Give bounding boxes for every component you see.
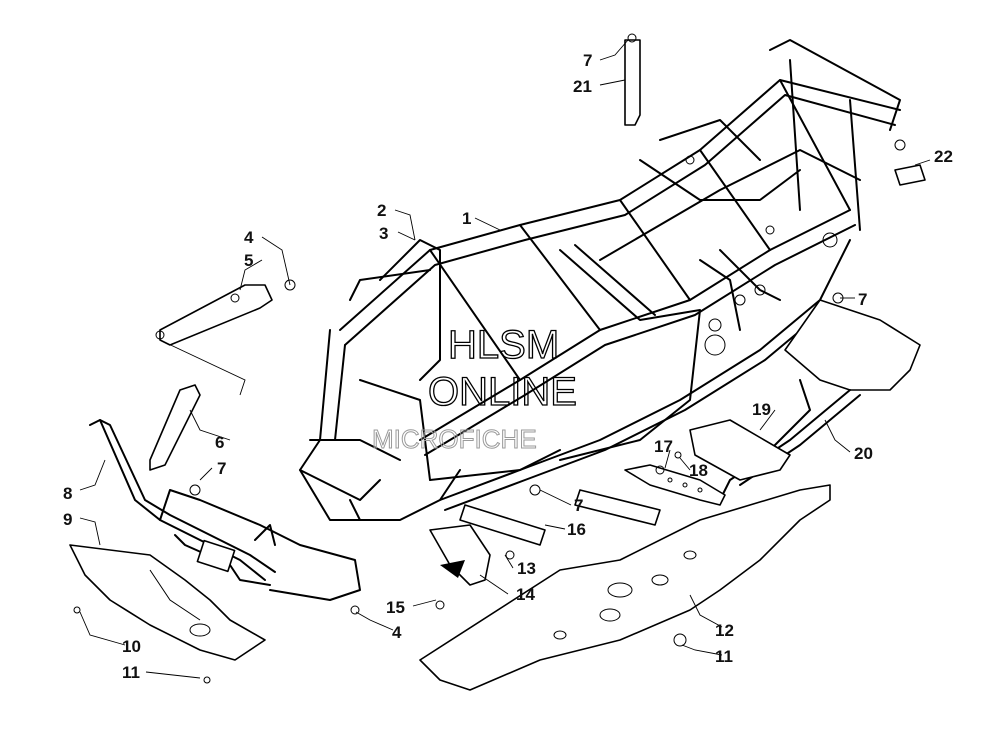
callout-18: 18	[689, 461, 708, 480]
callout-8: 8	[63, 484, 72, 503]
callout-7-right: 7	[858, 290, 867, 309]
mount-bracket	[429, 524, 491, 586]
callout-21: 21	[573, 77, 592, 96]
hardware	[73, 139, 906, 684]
callout-13: 13	[517, 559, 536, 578]
callout-4-bottom: 4	[392, 623, 402, 642]
rear-bracket	[624, 33, 641, 126]
callout-11-left: 11	[122, 663, 140, 682]
callout-3: 3	[379, 224, 388, 243]
callout-7-front: 7	[217, 459, 226, 478]
callout-5: 5	[244, 251, 253, 270]
callout-16: 16	[567, 520, 586, 539]
callout-7-center: 7	[574, 496, 583, 515]
callout-6: 6	[215, 433, 224, 452]
main-skid-plate	[419, 484, 831, 691]
rear-support	[719, 299, 921, 501]
callouts: 1 2 3 4 5 6 7 8 9 10 11 4 15 13 14 16 7 …	[63, 51, 953, 682]
callout-2: 2	[377, 201, 386, 220]
decal	[894, 164, 926, 186]
front-bumper	[89, 419, 361, 601]
callout-7-top: 7	[583, 51, 592, 70]
callout-19: 19	[752, 400, 771, 419]
watermark-line-3: MICROFICHE	[372, 424, 537, 454]
side-brace	[689, 419, 791, 481]
strap-bracket	[624, 464, 726, 506]
watermark: HLSM ONLINE MICROFICHE	[372, 322, 578, 454]
pads	[459, 489, 661, 546]
leader-lines	[79, 39, 931, 679]
callout-14: 14	[516, 585, 535, 604]
callout-9: 9	[63, 510, 72, 529]
callout-4-top: 4	[244, 228, 254, 247]
callout-1: 1	[462, 209, 471, 228]
callout-10: 10	[122, 637, 141, 656]
callout-17: 17	[654, 437, 673, 456]
bumper-brace	[149, 384, 201, 471]
bracket	[159, 284, 273, 346]
front-skid-plate	[69, 544, 266, 661]
callout-22: 22	[934, 147, 953, 166]
watermark-line-1: HLSM	[448, 323, 559, 367]
callout-15: 15	[386, 598, 405, 617]
callout-12: 12	[715, 621, 734, 640]
callout-20: 20	[854, 444, 873, 463]
watermark-line-2: ONLINE	[428, 370, 577, 414]
callout-11-right: 11	[715, 647, 733, 666]
